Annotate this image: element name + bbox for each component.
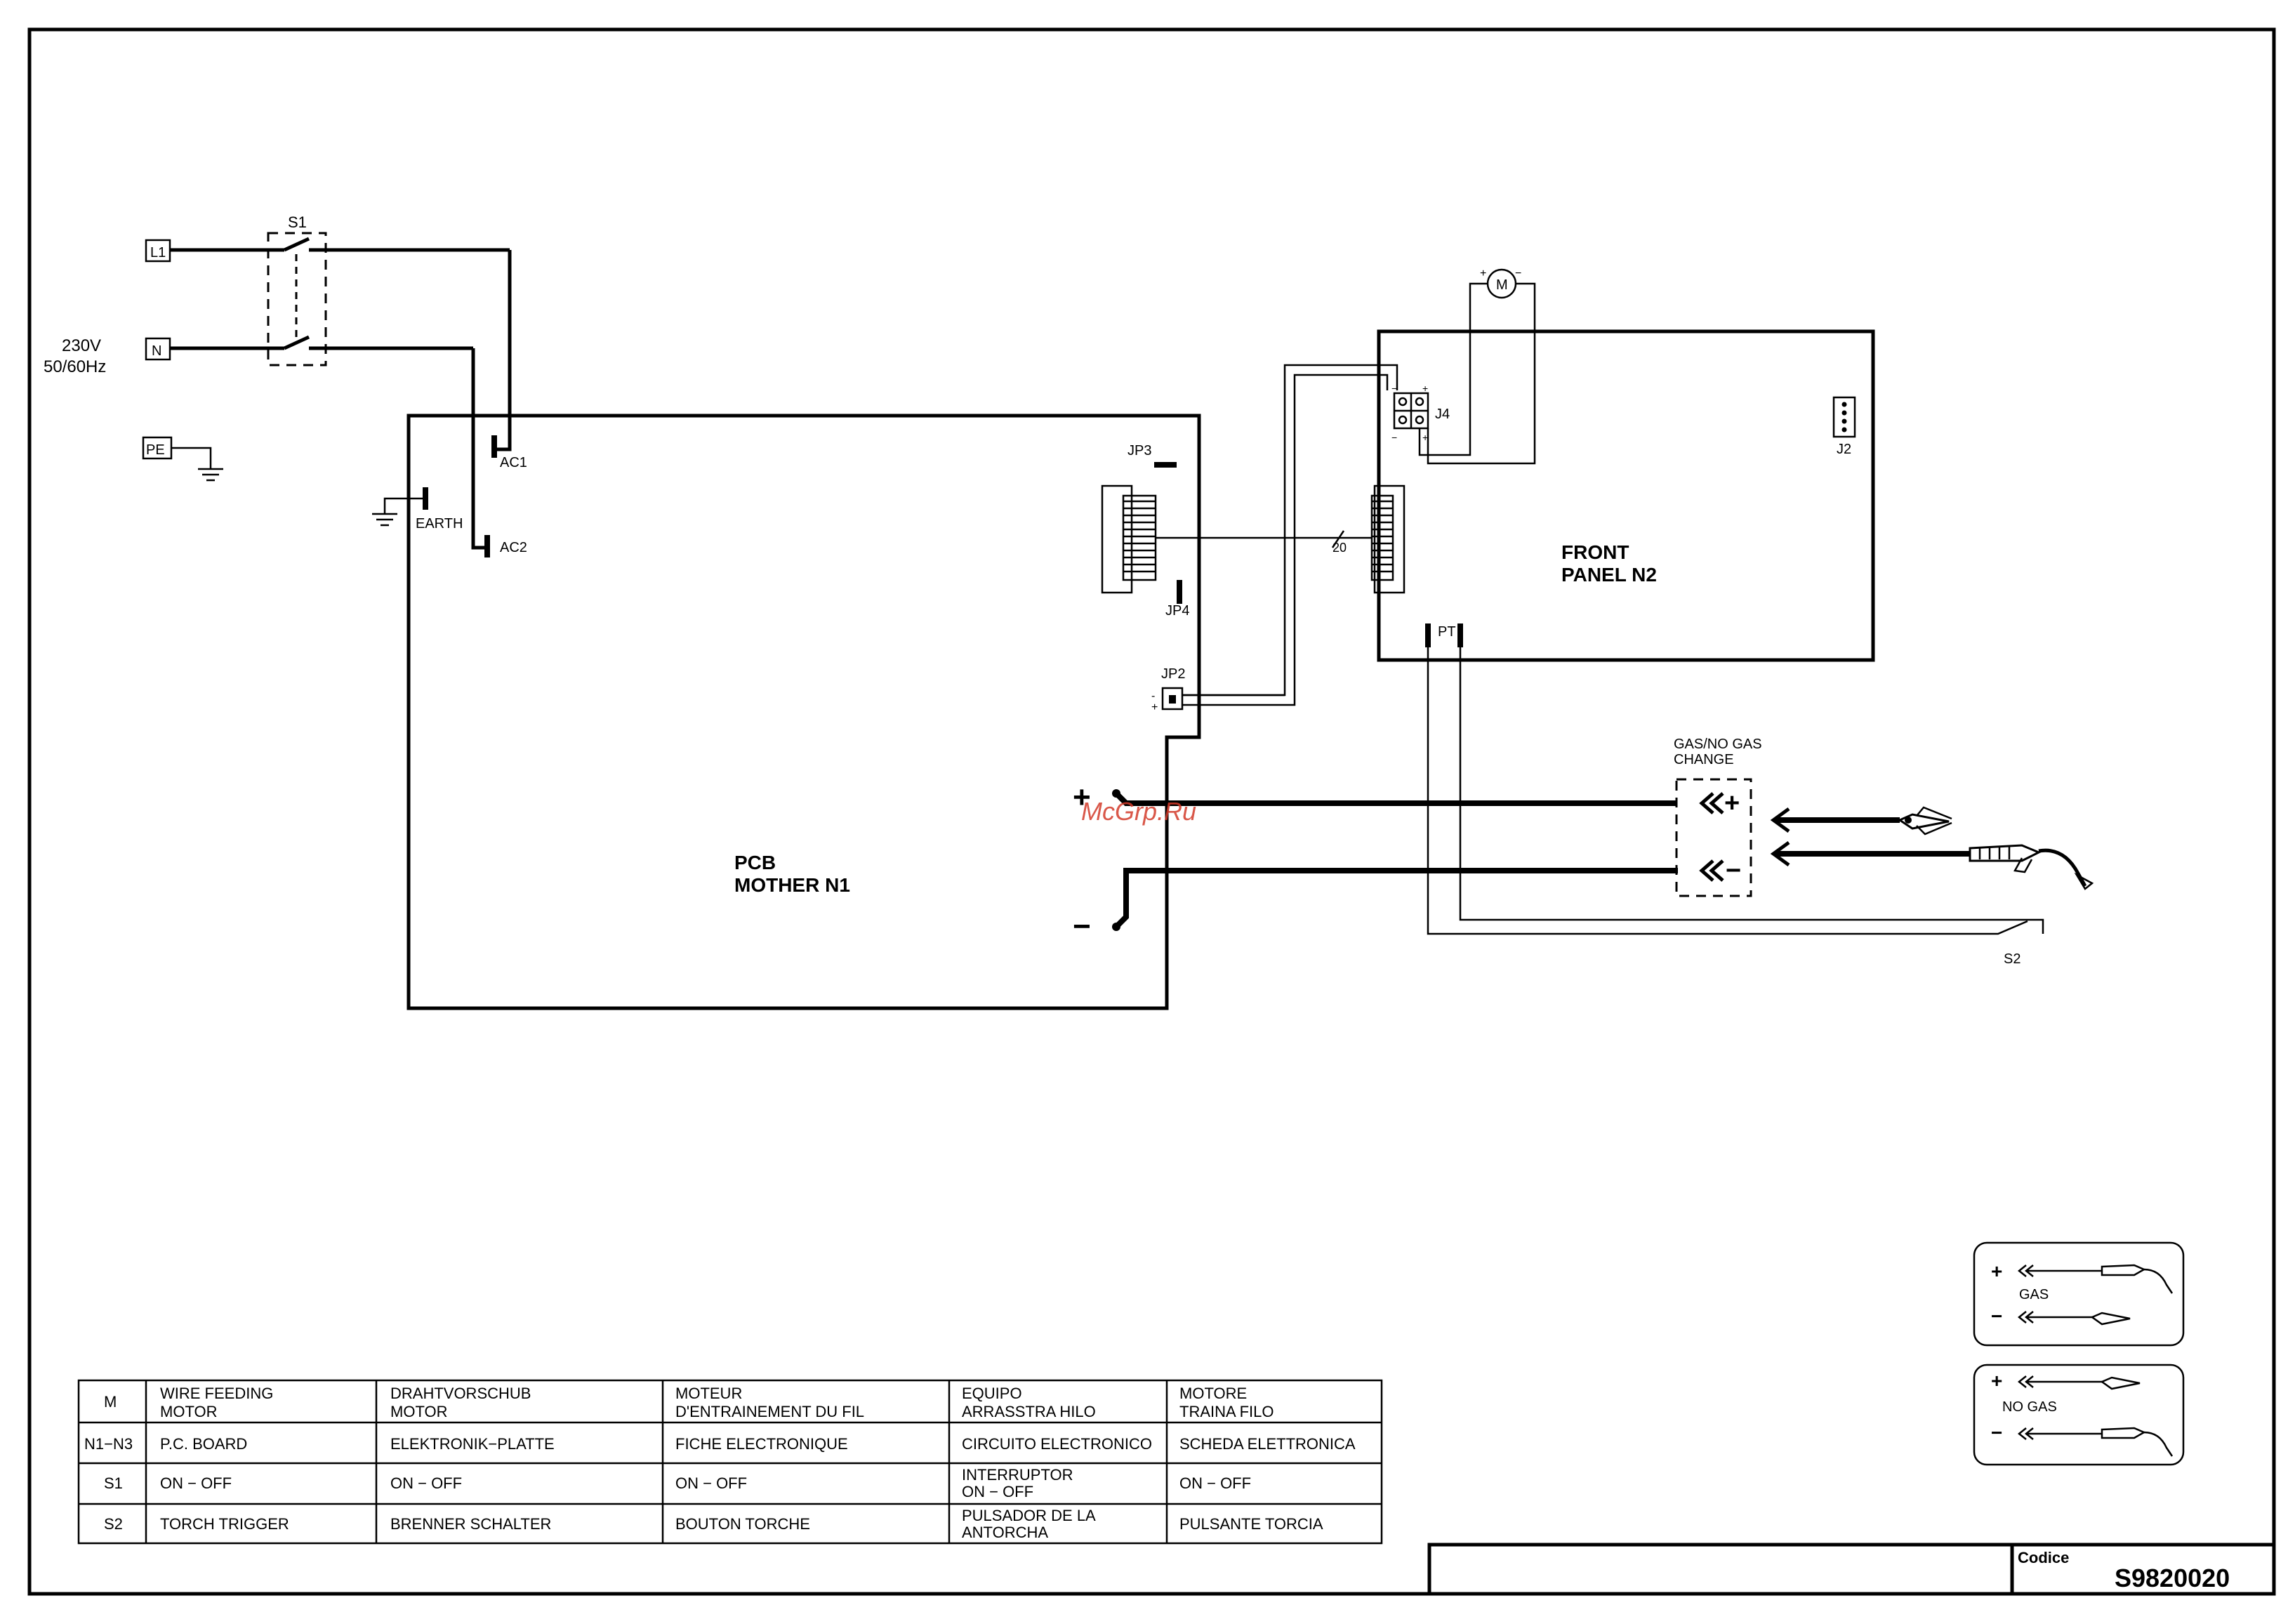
legend-gas: + GAS −: [1973, 1241, 2185, 1347]
table-cell: WIRE FEEDING: [160, 1385, 273, 1402]
legend-no-gas: + NO GAS −: [1973, 1364, 2185, 1466]
j4-minus-bottom: −: [1391, 432, 1397, 443]
table-cell: MOTOR: [390, 1403, 447, 1420]
legend-no-gas-label: NO GAS: [2002, 1399, 2057, 1415]
table-cell: ON − OFF: [675, 1474, 747, 1492]
jp2-plus: +: [1151, 701, 1158, 713]
earth-ground-icon: [372, 487, 428, 527]
jp2-connector: [1161, 687, 1184, 711]
switch-s2-label: S2: [2004, 951, 2020, 967]
table-row-n-code: N1−N3: [84, 1435, 133, 1453]
legend-no-gas-plus: +: [1991, 1370, 2002, 1392]
ac2-label: AC2: [500, 540, 527, 555]
table-cell: ON − OFF: [160, 1474, 232, 1492]
j2-connector: [1832, 396, 1856, 438]
table-cell: TORCH TRIGGER: [160, 1515, 289, 1533]
table-cell: DRAHTVORSCHUB: [390, 1385, 531, 1402]
table-cell: ELEKTRONIK−PLATTE: [390, 1435, 555, 1453]
table-cell: D'ENTRAINEMENT DU FIL: [675, 1403, 864, 1420]
earth-clamp-icon: [1897, 806, 1952, 836]
gas-change-switch: GAS/NO GAS CHANGE + −: [1674, 737, 1762, 897]
bus-count-label: 20: [1332, 541, 1347, 555]
j4-minus-top: −: [1391, 383, 1397, 394]
table-cell: CIRCUITO ELECTRONICO: [962, 1435, 1152, 1453]
front-panel-ribbon-connector: [1370, 484, 1406, 594]
jp3-label: JP3: [1127, 443, 1151, 458]
output-plus-symbol: +: [1073, 780, 1091, 814]
front-panel-title-line2: PANEL N2: [1561, 564, 1657, 586]
title-block: Codice S9820020: [1427, 1543, 2276, 1596]
pcb-title-line2: MOTHER N1: [734, 874, 850, 896]
j2-label: J2: [1837, 442, 1851, 457]
table-cell: PULSADOR DE LA: [962, 1507, 1096, 1524]
legend-gas-plus: +: [1991, 1260, 2002, 1282]
earth-label: EARTH: [416, 516, 463, 532]
supply-voltage: 230V: [62, 336, 101, 355]
terminal-n: N: [152, 343, 161, 359]
pcb-mother-n1-board: [406, 414, 1201, 1010]
j4-plus-top: +: [1422, 383, 1428, 394]
mig-torch-icon: [1969, 844, 2094, 890]
ac1-label: AC1: [500, 455, 527, 470]
switch-s1-label: S1: [288, 213, 307, 231]
pe-ground-icon: [171, 447, 223, 482]
watermark: McGrp.Ru: [1081, 797, 1196, 826]
gas-change-plus: +: [1724, 788, 1740, 818]
j4-label: J4: [1435, 407, 1450, 422]
table-cell: MOTEUR: [675, 1385, 742, 1402]
legend-gas-label: GAS: [2019, 1287, 2049, 1302]
table-cell: PULSANTE TORCIA: [1179, 1515, 1323, 1533]
codice-value: S9820020: [2115, 1564, 2230, 1592]
j4-plus-bottom: +: [1422, 432, 1428, 443]
table-cell: BRENNER SCHALTER: [390, 1515, 551, 1533]
jp4-label: JP4: [1165, 603, 1189, 619]
pt-label: PT: [1438, 624, 1456, 640]
table-cell: ON − OFF: [390, 1474, 462, 1492]
table-cell: EQUIPO: [962, 1385, 1022, 1402]
pcb-title-line1: PCB: [734, 852, 776, 873]
table-cell: FICHE ELECTRONIQUE: [675, 1435, 848, 1453]
table-row-m-code: M: [104, 1393, 117, 1411]
front-panel-n2-board: [1377, 329, 1875, 662]
table-cell: INTERRUPTOR: [962, 1466, 1073, 1484]
table-cell: MOTORE: [1179, 1385, 1247, 1402]
table-cell: BOUTON TORCHE: [675, 1515, 810, 1533]
legend-gas-minus: −: [1991, 1305, 2002, 1327]
table-cell: P.C. BOARD: [160, 1435, 247, 1453]
table-cell: TRAINA FILO: [1179, 1403, 1274, 1420]
pcb-ribbon-connector: [1101, 484, 1157, 594]
wire-feed-motor-icon: [1486, 268, 1517, 299]
table-cell: ON − OFF: [1179, 1474, 1251, 1492]
motor-label: M: [1496, 277, 1508, 293]
switch-s1: S1: [170, 213, 510, 367]
component-table: M WIRE FEEDING MOTOR DRAHTVORSCHUB MOTOR…: [77, 1379, 1383, 1545]
table-row-s2-code: S2: [104, 1515, 123, 1533]
table-row-s1-code: S1: [104, 1474, 123, 1492]
codice-label: Codice: [2018, 1549, 2069, 1566]
front-panel-title-line1: FRONT: [1561, 541, 1629, 563]
table-cell: ANTORCHA: [962, 1524, 1048, 1541]
supply-terminals: L1 N PE 230V 50/60Hz: [44, 239, 173, 460]
motor-minus: −: [1515, 268, 1521, 279]
gas-change-line2: CHANGE: [1674, 752, 1734, 767]
terminal-pe: PE: [146, 442, 165, 458]
j4-connector: [1393, 392, 1429, 430]
gas-change-minus: −: [1726, 856, 1741, 885]
output-minus-symbol: −: [1073, 909, 1091, 944]
jp2-minus: -: [1151, 690, 1155, 702]
table-cell: MOTOR: [160, 1403, 217, 1420]
supply-frequency: 50/60Hz: [44, 357, 106, 376]
jp2-label: JP2: [1161, 666, 1185, 682]
motor-plus: +: [1480, 268, 1486, 279]
terminal-l1: L1: [150, 245, 166, 260]
table-cell: ON − OFF: [962, 1483, 1033, 1500]
table-cell: SCHEDA ELETTRONICA: [1179, 1435, 1356, 1453]
table-cell: ARRASSTRA HILO: [962, 1403, 1096, 1420]
sheet-border: [27, 27, 2276, 1596]
gas-change-line1: GAS/NO GAS: [1674, 737, 1762, 752]
legend-no-gas-minus: −: [1991, 1422, 2002, 1444]
